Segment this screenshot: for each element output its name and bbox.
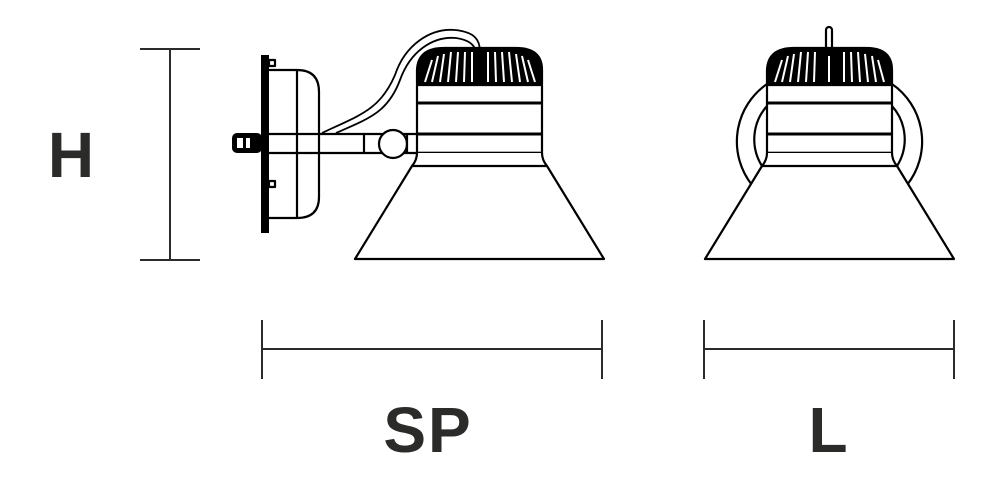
canopy-housing xyxy=(269,68,321,220)
height-dimension-line xyxy=(140,48,200,261)
length-label: L xyxy=(808,394,848,466)
power-cable xyxy=(321,29,481,134)
connector-knob xyxy=(232,133,262,153)
wall-plate xyxy=(261,55,269,233)
lamp-body-front xyxy=(765,83,894,155)
lamp-shade-front xyxy=(703,152,956,261)
projection-label: SP xyxy=(383,394,473,466)
lamp-shade xyxy=(353,152,606,261)
side-view xyxy=(232,29,606,261)
lamp-body xyxy=(415,83,544,155)
front-view xyxy=(703,25,956,261)
arm-joint xyxy=(377,128,409,160)
yoke-bracket xyxy=(735,83,768,186)
length-dimension-line xyxy=(703,320,955,379)
projection-dimension-line xyxy=(261,320,603,379)
height-label: H xyxy=(47,119,95,191)
